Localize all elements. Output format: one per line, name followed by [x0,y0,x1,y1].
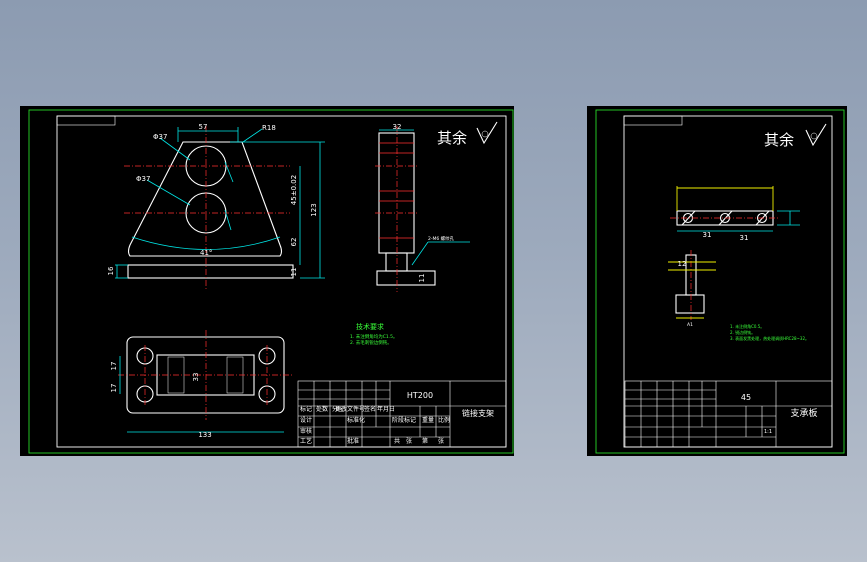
dim-side-note: A1 [687,322,693,328]
tb-left-d4: 共 [394,437,400,445]
dim-side-width: 32 [393,123,402,131]
dim-lower-height: 62 [290,238,298,247]
roughness-note-right: 其余 [764,131,794,149]
dim-hole-diameter-lower: Φ37 [136,175,150,183]
right-drawing-sheet: 其余 31 31 [587,106,847,456]
dim-top-width: 57 [199,123,208,131]
tb-left-d0: 工艺 [300,437,312,445]
right-note-1: 1. 未注倒角C0.5。 [730,323,764,329]
left-drawing-sheet: 其余 57 R18 Φ37 Φ37 [20,106,514,456]
tb-left-b0: 设计 [300,416,312,424]
left-title-block: 标记 处数 分区 更改文件号 签名 年月日 设计 标准化 阶段标记 重量 比例 … [297,380,507,448]
dim-side-base: 11 [418,274,426,283]
material-label: HT200 [407,391,433,400]
roughness-symbol-right [805,123,827,147]
tech-req-title: 技术要求 [356,322,384,331]
tb-left-b5: 重量 [422,416,434,424]
tb-left-d5: 张 [406,437,412,445]
tb-left-b4: 阶段标记 [392,416,416,424]
tb-left-a3: 更改文件号 [335,405,365,413]
support-plate-section: 12 A1 [668,250,716,328]
tb-left-d2: 批准 [347,437,359,445]
tb-left-a2: 分区 [332,405,344,413]
part-name-label: 链接支架 [462,408,494,418]
dim-hole-diameter-upper: Φ37 [153,133,167,141]
right-title-block: 45 支承板 1:1 [624,380,833,448]
roughness-symbol [476,121,498,145]
dim-left-31: 31 [703,231,712,239]
support-plate-view: 31 31 [670,186,800,242]
side-leader-note: 2-M6 螺纹孔 [428,235,455,242]
dim-plan-center: 33 [192,373,200,382]
dim-plan-width: 133 [198,431,211,439]
dim-plan-17a: 17 [110,362,118,371]
right-part-name-label: 支承板 [790,407,817,419]
right-note-2: 2. 锐边倒钝。 [730,329,755,335]
front-view: 57 R18 Φ37 Φ37 123 45±0.02 62 41° 16 11 [107,123,325,290]
dim-base-thickness: 16 [107,266,115,275]
dim-chamfer-radius: R18 [262,124,276,132]
dim-base-offset: 11 [290,268,298,277]
dim-total-height: 123 [310,203,318,216]
dim-right-31: 31 [740,234,749,242]
tech-req-line-1: 1. 未注倒角均为C1.5。 [350,333,398,340]
tb-left-d7: 张 [438,437,444,445]
tech-req-line-2: 2. 去毛刺锐边倒钝。 [350,339,392,346]
tb-left-a0: 标记 [300,405,312,413]
tb-left-d6: 第 [422,437,428,445]
tb-left-a1: 处数 [316,405,328,413]
right-material-label: 45 [741,393,751,402]
tb-left-a4: 签名 [364,405,376,413]
tb-left-c0: 审核 [300,427,312,435]
dim-hole-spacing: 45±0.02 [290,175,298,205]
dim-angle: 41° [200,249,212,257]
tb-left-a5: 年月日 [377,405,395,413]
roughness-note: 其余 [437,129,467,147]
plan-view: 17 17 33 133 [110,330,292,439]
dim-side-12: 12 [678,260,687,268]
right-note-3: 3. 表面发黑处理，热处理调质HRC28~32。 [730,335,809,341]
side-view: 32 2-M6 螺纹孔 11 [375,123,470,292]
right-ratio-label: 1:1 [764,429,772,435]
tb-left-b6: 比例 [438,416,450,424]
dim-plan-17b: 17 [110,384,118,393]
tb-left-b2: 标准化 [347,416,365,424]
